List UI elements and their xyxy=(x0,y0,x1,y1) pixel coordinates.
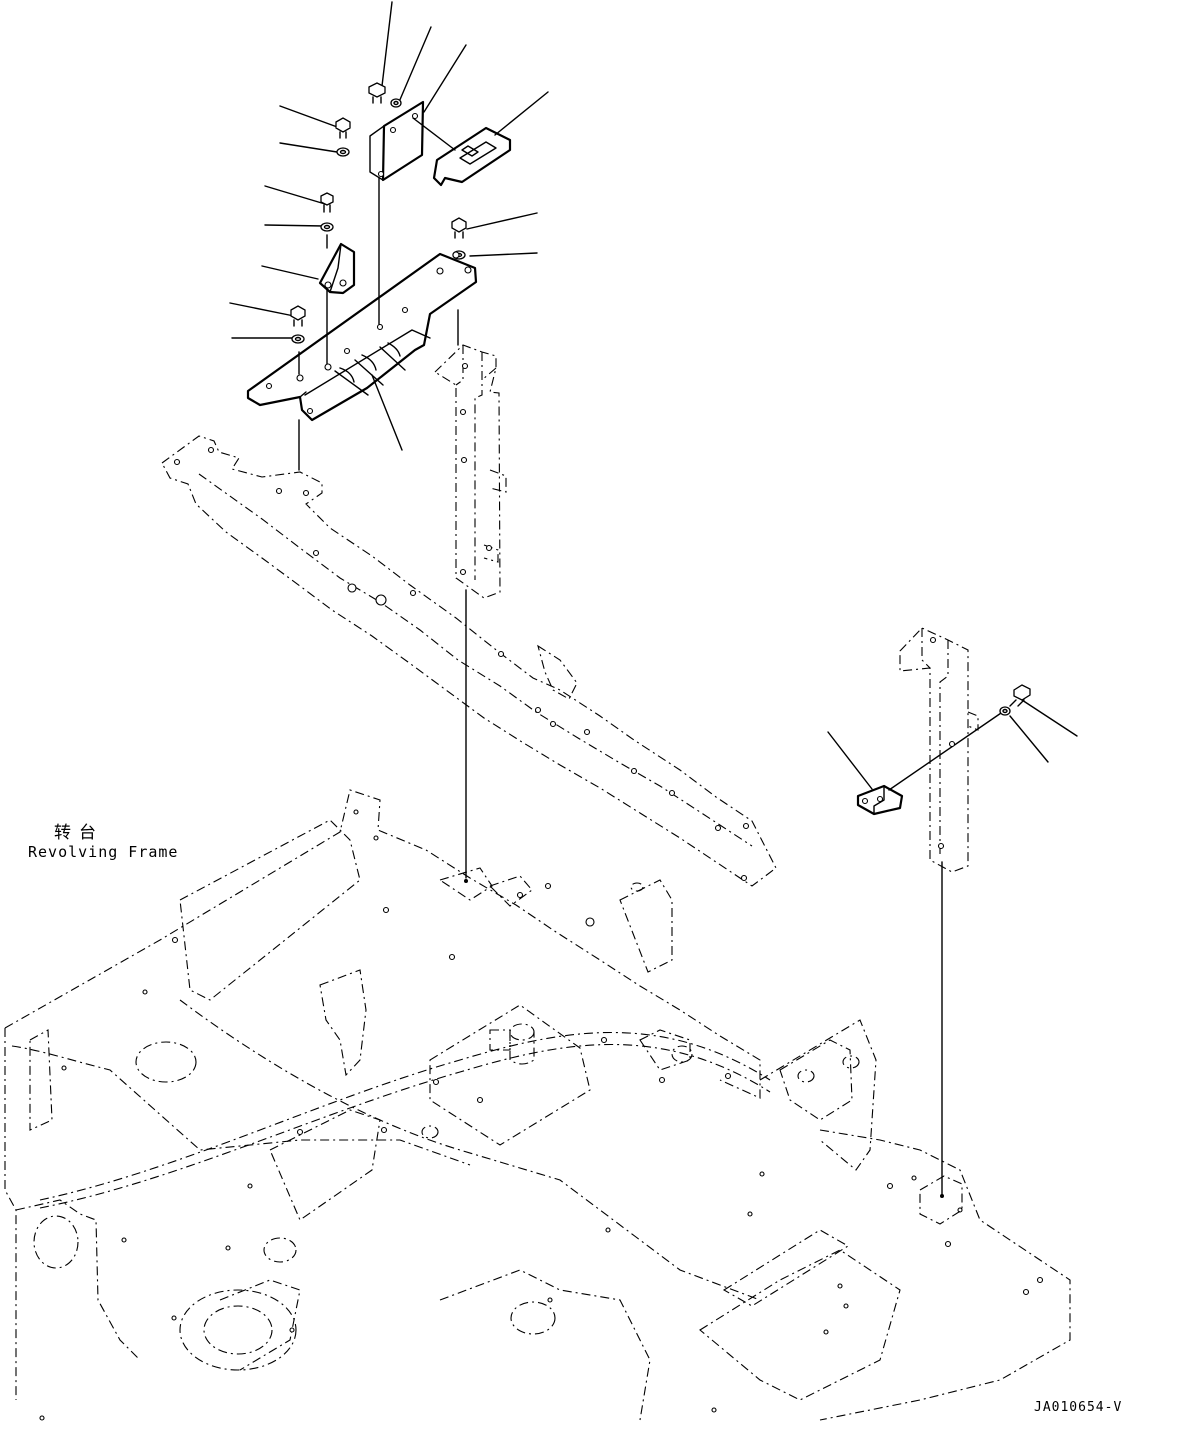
washer-icon xyxy=(320,222,334,232)
revolving-frame-label: Revolving Frame xyxy=(28,843,179,861)
revolving-frame-label-cn: 转台 xyxy=(54,823,104,843)
drawing-code: JA010654-V xyxy=(1034,1400,1123,1415)
upright-post-right xyxy=(899,627,979,873)
washer-icon xyxy=(336,147,350,157)
bolt-and-washer-set xyxy=(290,82,1031,716)
assembly-lines xyxy=(298,117,1005,1197)
bolt-icon xyxy=(290,305,306,327)
washer-icon xyxy=(999,706,1011,716)
main-cross-bracket xyxy=(246,251,478,422)
washer-icon xyxy=(390,98,402,108)
curved-bracket xyxy=(318,242,356,295)
hook-bracket xyxy=(432,126,512,187)
leader-lines xyxy=(229,1,1078,790)
mounting-plate xyxy=(369,100,425,182)
bolt-icon xyxy=(335,117,351,139)
bolt-icon xyxy=(320,192,334,213)
washer-icon xyxy=(291,334,305,344)
cross-member xyxy=(161,435,777,887)
bolt-icon xyxy=(1009,684,1031,707)
revolving-frame xyxy=(4,789,1071,1421)
bolt-icon xyxy=(368,82,386,104)
bolt-icon xyxy=(451,217,467,239)
upright-post-left xyxy=(434,344,507,599)
mounting-clip xyxy=(856,784,904,816)
